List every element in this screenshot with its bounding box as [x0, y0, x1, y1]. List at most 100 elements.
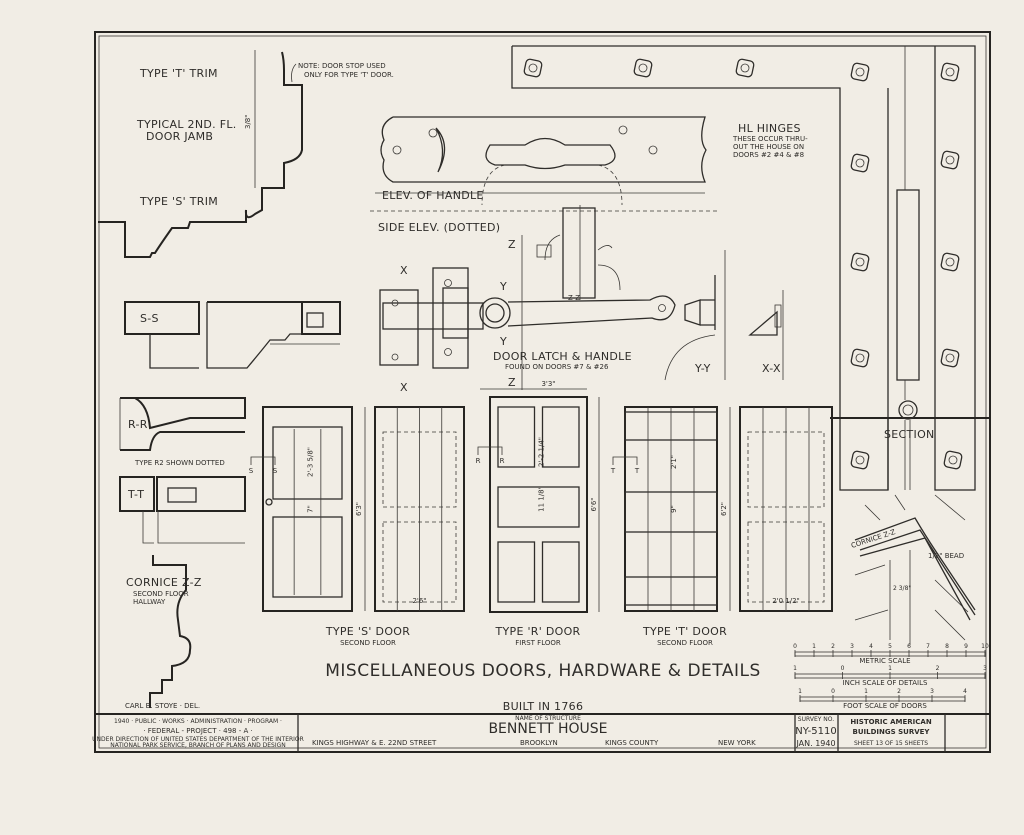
bead-dimension: 2 3/8": [893, 585, 911, 592]
z-marker-label: Z: [508, 238, 516, 251]
rail-dimension: 7": [307, 505, 315, 513]
door-stop-note-1: NOTE: DOOR STOP USED: [298, 62, 386, 70]
nail-hole-icon: [940, 252, 960, 272]
inch-scale-tick-label: 1: [793, 665, 797, 672]
nail-hole-icon: [855, 67, 865, 77]
nail-hole-icon: [740, 63, 750, 73]
metric-scale-tick-label: 2: [831, 643, 835, 650]
section-cut-marker: [612, 456, 638, 465]
dotted-panel: [747, 521, 825, 603]
metric-scale-tick-label: 4: [869, 643, 873, 650]
bead-label: 1/2" BEAD: [928, 552, 964, 560]
sheet-inner-border: [98, 35, 987, 749]
address: KINGS HIGHWAY & E. 22ND STREET: [312, 739, 437, 747]
survey-number: NY-5110: [795, 726, 836, 737]
survey-date: JAN. 1940: [795, 739, 835, 748]
door-floor-label: SECOND FLOOR: [340, 639, 396, 647]
metric-scale-tick-label: 6: [907, 643, 911, 650]
section-s-s-label: S-S: [140, 312, 159, 325]
rail-dimension: 11 1/8": [538, 486, 546, 512]
structure-name-label: NAME OF STRUCTURE: [515, 715, 581, 722]
hinges-note-3: DOORS #2 #4 & #8: [733, 151, 804, 159]
type-t-trim-label: TYPE 'T' TRIM: [139, 67, 218, 80]
cornice-sub-2: HALLWAY: [133, 598, 166, 606]
nail-hole-icon: [940, 348, 960, 368]
program-line-1: 1940 · PUBLIC · WORKS · ADMINISTRATION ·…: [114, 718, 282, 725]
door-panel: [272, 516, 343, 598]
section-cut-label: S: [273, 467, 278, 475]
rail-dimension: 9": [670, 505, 678, 513]
sheet-number: SHEET 13 OF 15 SHEETS: [854, 740, 928, 747]
type-s-trim-label: TYPE 'S' TRIM: [139, 195, 218, 208]
door-knob-icon: [265, 498, 273, 506]
door-outline: [489, 396, 588, 613]
metric-scale-tick-label: 1: [812, 643, 816, 650]
nail-hole-icon: [945, 257, 955, 267]
y-y-label: Y-Y: [694, 362, 711, 375]
section-t-t-label: T-T: [127, 488, 144, 501]
section-r-r-label: R-R: [128, 418, 148, 431]
nail-hole-icon: [523, 58, 543, 78]
section-r-r: R-R TYPE R2 SHOWN DOTTED: [119, 397, 246, 467]
sheet-border: [94, 31, 991, 753]
county: KINGS COUNTY: [605, 739, 659, 747]
door-floor-label: SECOND FLOOR: [657, 639, 713, 647]
program-line-4: NATIONAL PARK SERVICE, BRANCH OF PLANS A…: [110, 742, 286, 749]
scales: METRIC SCALE INCH SCALE OF DETAILS FOOT …: [793, 643, 989, 710]
survey-label: SURVEY NO.: [798, 716, 834, 723]
door-type-label: TYPE 'R' DOOR: [494, 625, 580, 638]
foot-scale-tick-label: 2: [897, 688, 901, 695]
x-marker-bottom: X: [400, 381, 408, 394]
metric-scale-label: METRIC SCALE: [859, 657, 910, 665]
state: NEW YORK: [718, 739, 756, 747]
nail-hole-icon: [528, 63, 538, 73]
foot-scale-tick-label: 4: [963, 688, 967, 695]
habs-line-1: HISTORIC AMERICAN: [850, 718, 932, 726]
inch-scale-tick-label: 3: [983, 665, 987, 672]
section-cut-label: S: [249, 467, 254, 475]
section-label: SECTION: [884, 428, 935, 441]
nail-hole-icon: [945, 67, 955, 77]
nail-hole-icon: [948, 455, 958, 465]
latch-title: DOOR LATCH & HANDLE: [493, 350, 632, 363]
built-date: BUILT IN 1766: [503, 700, 584, 713]
section-cut-label: T: [634, 467, 640, 475]
y-marker-bottom: Y: [499, 335, 507, 348]
nail-hole-icon: [945, 155, 955, 165]
door-panel: [497, 406, 536, 468]
nail-hole-icon: [855, 257, 865, 267]
metric-scale-tick-label: 0: [793, 643, 797, 650]
z-z-label: Z-Z: [568, 294, 580, 302]
side-elev-label: SIDE ELEV. (DOTTED): [378, 221, 500, 234]
structure-name: BENNETT HOUSE: [488, 721, 607, 737]
metric-scale-tick-label: 10: [981, 643, 989, 650]
nail-hole-icon: [633, 58, 653, 78]
door-height-dimension: 6'3": [355, 502, 363, 516]
foot-scale-tick-label: 3: [930, 688, 934, 695]
nail-hole-icon: [940, 62, 960, 82]
inch-scale-tick-label: 1: [888, 665, 892, 672]
nail-hole-icon: [850, 348, 870, 368]
dotted-panel: [382, 431, 457, 508]
section-cut-label: T: [610, 467, 616, 475]
door-type-label: TYPE 'S' DOOR: [325, 625, 410, 638]
nail-hole-icon: [850, 252, 870, 272]
hinges-note-1: THESE OCCUR THRU-: [732, 135, 808, 143]
program-line-2: · FEDERAL - PROJECT · 498 - A ·: [143, 727, 252, 735]
handle-elevation: ELEV. OF HANDLE SIDE ELEV. (DOTTED): [370, 116, 720, 234]
nail-hole-icon: [638, 63, 648, 73]
z-marker-lower: Z: [508, 376, 516, 389]
cornice-label: CORNICE Z-Z: [126, 576, 202, 589]
section-cut-marker: [250, 456, 276, 465]
section-cut-label: R: [500, 457, 505, 465]
door-floor-label: FIRST FLOOR: [515, 639, 561, 647]
foot-scale-tick-label: 0: [831, 688, 835, 695]
latch-subtitle: FOUND ON DOORS #7 & #26: [505, 363, 609, 371]
nail-hole-icon: [943, 450, 963, 470]
door-panel: [497, 486, 580, 528]
